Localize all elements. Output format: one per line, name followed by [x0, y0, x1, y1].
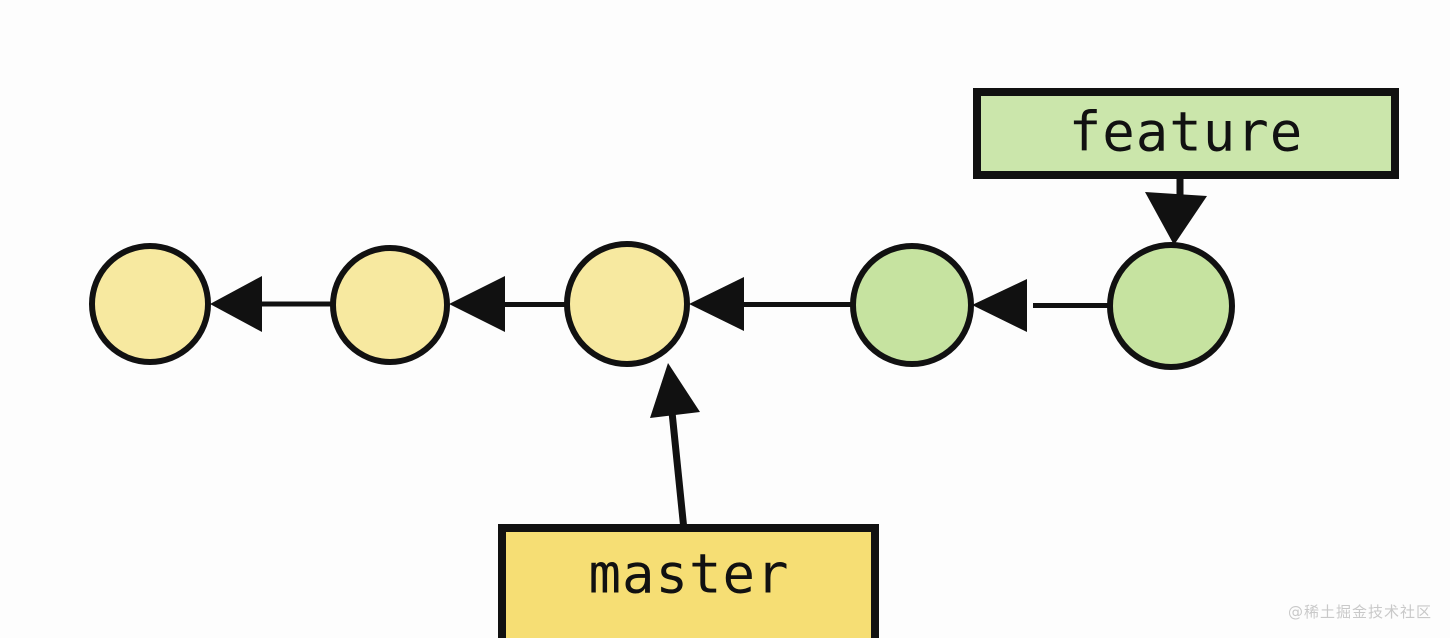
- watermark-text: @稀土掘金技术社区: [1287, 603, 1432, 621]
- commit-node-c1[interactable]: [89, 243, 211, 365]
- arrowhead-to-c2: [449, 276, 505, 332]
- commit-nodes: [89, 241, 1235, 370]
- master-branch-pointer: [650, 363, 700, 531]
- feature-pointer-arrowhead: [1145, 192, 1207, 245]
- commit-node-c2[interactable]: [330, 245, 450, 365]
- commit-node-c3[interactable]: [564, 241, 690, 367]
- commit-node-c4[interactable]: [850, 243, 974, 367]
- edge-arrowheads: [210, 276, 1027, 332]
- feature-branch-label-text: feature: [1069, 101, 1304, 164]
- feature-branch-pointer: [1145, 175, 1207, 245]
- master-pointer-line: [668, 411, 688, 531]
- arrowhead-to-c3: [689, 277, 744, 331]
- feature-branch-label-box[interactable]: [973, 88, 1399, 179]
- master-branch-label-box[interactable]: [498, 524, 879, 638]
- commit-node-c5[interactable]: [1107, 242, 1235, 370]
- arrowhead-to-c4: [972, 279, 1027, 332]
- arrowhead-to-c1: [210, 276, 262, 332]
- master-branch-label-text: master: [588, 543, 789, 606]
- master-pointer-arrowhead: [650, 363, 700, 418]
